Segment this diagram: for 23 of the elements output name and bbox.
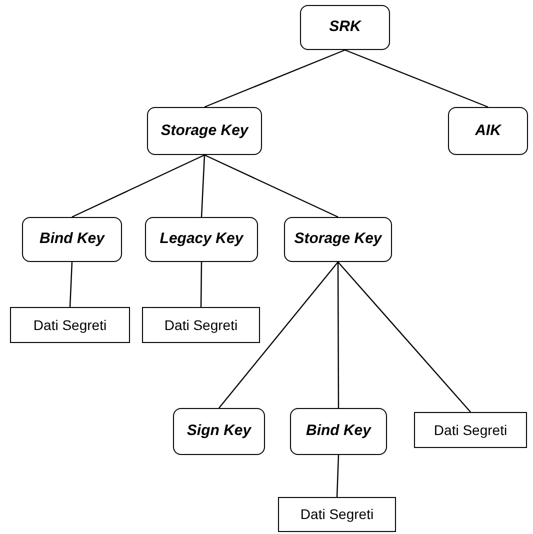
connector-line [69,262,73,308]
connector-line [337,262,340,408]
connector-line [336,454,340,498]
key-box: Storage Key [284,217,392,262]
connector-line [204,154,338,218]
connector-line [200,262,202,307]
connector-line [344,49,488,108]
connector-line [200,154,206,218]
connector-line [338,262,471,412]
data-box: Dati Segreti [414,412,527,448]
connector-line [204,49,346,108]
key-box: Bind Key [22,217,122,262]
key-box: Bind Key [290,408,387,455]
connector-line [218,262,338,408]
key-box: Sign Key [173,408,265,455]
key-box: Legacy Key [145,217,258,262]
data-box: Dati Segreti [142,307,260,343]
data-box: Dati Segreti [10,307,130,343]
data-box: Dati Segreti [278,497,396,532]
key-box: SRK [300,5,390,50]
key-box: AIK [448,107,528,155]
connector-line [72,154,205,218]
key-box: Storage Key [147,107,262,155]
